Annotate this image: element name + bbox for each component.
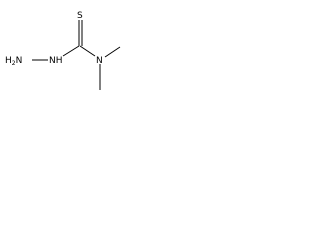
atom-label-h2n: H2N (5, 56, 22, 67)
bond-c-n (79, 45, 96, 57)
atom-label-n: N (96, 56, 103, 66)
canvas-background (0, 0, 153, 111)
bond-n-methyl-1 (104, 46, 121, 58)
bond-nh-c (62, 45, 80, 57)
chemical-structure: H2N NH S N (0, 0, 153, 111)
atom-label-nh: NH (49, 56, 63, 66)
atom-label-s: S (77, 11, 83, 21)
